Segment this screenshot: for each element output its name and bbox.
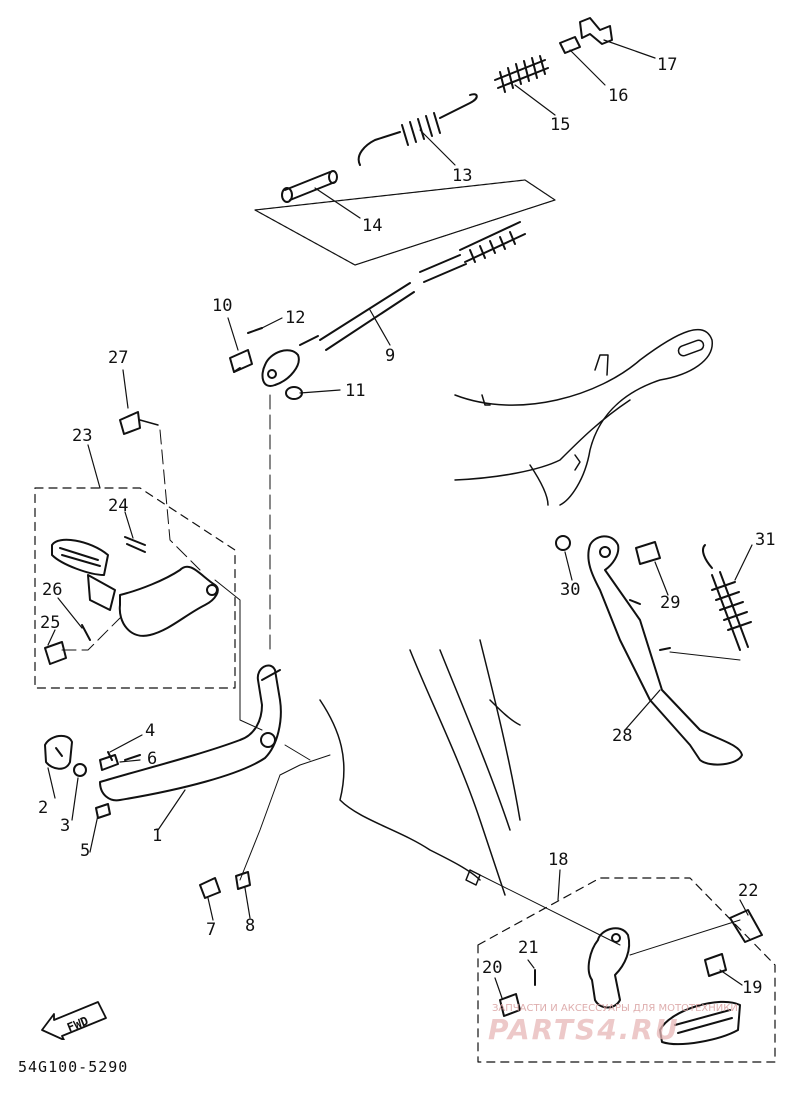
- label-6: 6: [147, 749, 158, 769]
- label-3: 3: [60, 816, 71, 836]
- frame-outline: [319, 329, 713, 896]
- label-13: 13: [452, 166, 473, 186]
- label-23: 23: [72, 426, 93, 446]
- brake-pedal-group: [44, 394, 331, 899]
- label-12: 12: [285, 308, 306, 328]
- spring-part-13: [357, 93, 478, 166]
- diagram-code: 54G100-5290: [18, 1058, 129, 1076]
- label-11: 11: [345, 381, 366, 401]
- shaft-part-14: [281, 170, 338, 203]
- label-22: 22: [738, 881, 759, 901]
- rod-end-hardware: [229, 327, 303, 400]
- label-9: 9: [385, 346, 396, 366]
- label-27: 27: [108, 348, 129, 368]
- footrest-group-18: [477, 874, 776, 1063]
- label-24: 24: [108, 496, 129, 516]
- label-26: 26: [42, 580, 63, 600]
- label-28: 28: [612, 726, 633, 746]
- label-20: 20: [482, 958, 503, 978]
- watermark-brand: PARTS4.RU: [488, 1013, 680, 1046]
- label-2: 2: [38, 798, 49, 818]
- label-10: 10: [212, 296, 233, 316]
- watermark-subtitle: ЗАПЧАСТИ И АКСЕССУАРЫ ДЛЯ МОТОТЕХНИКИ: [492, 1003, 738, 1014]
- label-15: 15: [550, 115, 571, 135]
- spring-part-15: [494, 55, 549, 93]
- footpeg-rubber: [51, 538, 109, 576]
- label-19: 19: [742, 978, 763, 998]
- footrest-group-23: [34, 411, 263, 731]
- group-box-23: [34, 487, 236, 689]
- fwd-arrow-icon: FWD: [41, 1001, 107, 1040]
- label-29: 29: [660, 593, 681, 613]
- label-17: 17: [657, 55, 678, 75]
- label-18: 18: [548, 850, 569, 870]
- leader-lines: [47, 39, 753, 999]
- side-stand-group: [555, 535, 752, 766]
- label-16: 16: [608, 86, 629, 106]
- group-box-18: [477, 877, 776, 1063]
- label-25: 25: [40, 613, 61, 633]
- brake-pedal-arm: [99, 664, 282, 802]
- pin-part: [559, 36, 581, 54]
- wing-nut-part: [579, 17, 613, 45]
- label-4: 4: [145, 721, 156, 741]
- label-21: 21: [518, 938, 539, 958]
- label-1: 1: [152, 826, 163, 846]
- rod-part-9: [299, 221, 526, 351]
- label-31: 31: [755, 530, 776, 550]
- label-30: 30: [560, 580, 581, 600]
- pedal-cover-2: [44, 734, 73, 770]
- main-stand-spring-group: [229, 17, 613, 400]
- label-8: 8: [245, 916, 256, 936]
- group-box-14: [254, 179, 556, 266]
- label-7: 7: [206, 920, 217, 940]
- label-14: 14: [362, 216, 383, 236]
- label-5: 5: [80, 841, 91, 861]
